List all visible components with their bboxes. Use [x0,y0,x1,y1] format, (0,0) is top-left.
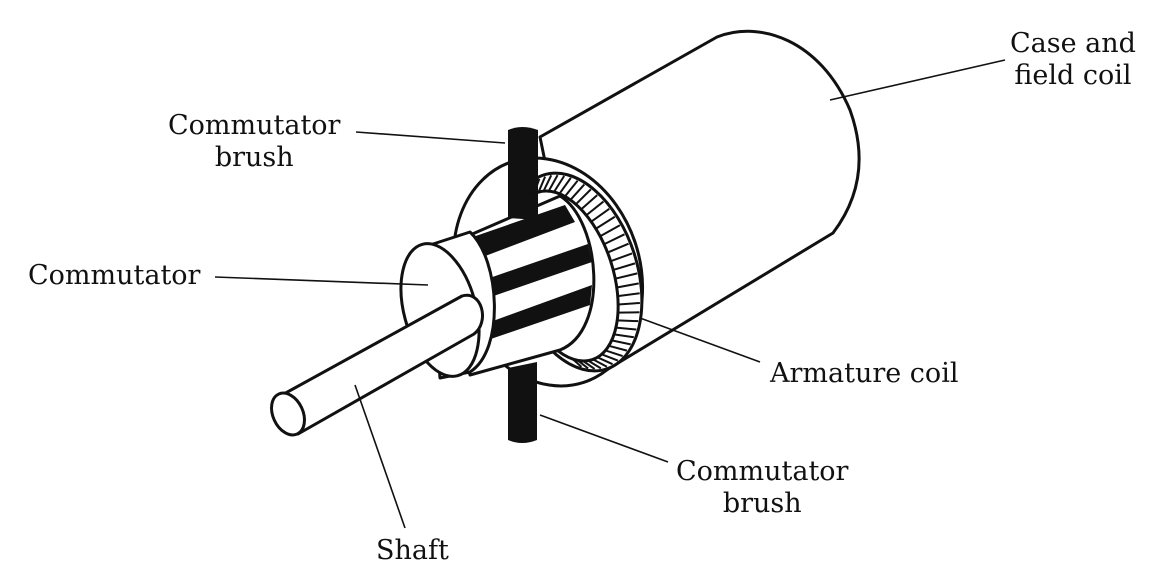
coil-winding-tick [599,224,621,238]
coil-winding-tick [542,174,553,192]
coil-winding-tick [613,333,634,339]
label-armature-coil: Armature coil [770,358,959,389]
coil-winding-tick [611,339,631,346]
shaft [280,293,484,436]
coil-winding-tick [575,188,592,206]
coil-winding-tick [617,292,640,298]
label-case-field-coil: Case and field coil [1010,28,1136,92]
coil-winding-tick [521,191,526,205]
leader-lines [214,59,1006,529]
coil-winding-tick [615,326,637,331]
brush-bottom [508,362,537,443]
label-commutator-brush-bottom: Commutator brush [676,456,848,520]
coil-winding-tick [553,175,565,193]
label-text: field coil [1014,60,1132,91]
coil-winding-tick [580,194,598,211]
coil-winding-tick [615,272,638,280]
coil-winding-tick [601,353,619,362]
brush-top [508,127,538,220]
coil-winding-tick [547,174,559,192]
coil-winding-tick [608,344,628,352]
coil-winding-tick [603,233,625,246]
coil-winding-tick [577,359,589,370]
label-text: Commutator [168,110,341,141]
coil-winding-tick [607,242,629,254]
coil-winding-tick [585,200,605,217]
coil-winding-tick [571,358,583,368]
coil-winding-tick [524,186,530,201]
coil-winding-tick [564,180,579,198]
coil-winding-tick [597,356,613,366]
coil-winding-tick [617,319,639,323]
coil-winding-tick [528,181,535,197]
coil-winding-tick [610,252,633,263]
coil-winding-tick [616,282,639,289]
coil-winding-tick [569,183,585,201]
coil-winding-tick [592,358,608,368]
coil-winding-tick [595,215,616,230]
coil-winding-tick [618,301,640,306]
coil-winding-tick [533,178,541,195]
label-shaft: Shaft [376,535,449,566]
label-text: Commutator [676,456,849,487]
coil-winding-tick [518,197,522,210]
coil-winding-tick [587,359,602,370]
shaft-end [270,391,306,437]
coil-winding-tick [537,176,547,193]
coil-winding-tick [612,262,636,271]
armature-stripes [470,205,592,342]
label-text: Case and [1010,28,1136,59]
coil-winding-tick [590,208,610,223]
label-text: brush [722,488,802,519]
label-commutator-brush-top: Commutator brush [168,110,340,174]
coil-winding-tick [558,177,572,195]
label-commutator: Commutator [28,260,201,291]
label-text: brush [214,142,294,173]
coil-winding-tick [605,349,623,357]
coil-winding-tick [582,360,596,370]
